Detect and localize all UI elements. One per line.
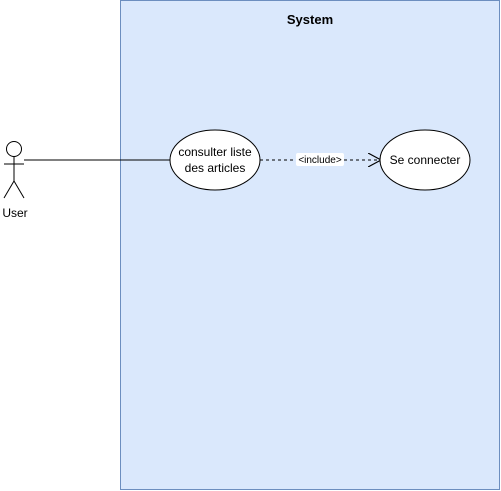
usecase-se-connecter[interactable]: Se connecter [379, 129, 471, 191]
actor-label: User [2, 206, 27, 220]
actor-left-leg [3, 180, 15, 199]
usecase-ellipse [379, 129, 471, 191]
usecase-consulter-liste-articles[interactable]: consulter liste des articles [169, 129, 261, 191]
actor-head [6, 141, 22, 157]
usecase-label: Se connecter [390, 153, 461, 167]
usecase-label-line-2: des articles [185, 161, 246, 175]
actor-user[interactable]: User [2, 141, 28, 221]
usecase-label-line-1: consulter liste [178, 145, 252, 159]
system-title: System [287, 12, 333, 27]
system-boundary[interactable]: System [120, 0, 500, 490]
include-label-background [296, 153, 344, 166]
include-relation-label: <include> [298, 155, 342, 166]
actor-right-leg [13, 180, 25, 199]
usecase-ellipse [169, 129, 261, 191]
system-boundary-box [120, 0, 500, 490]
